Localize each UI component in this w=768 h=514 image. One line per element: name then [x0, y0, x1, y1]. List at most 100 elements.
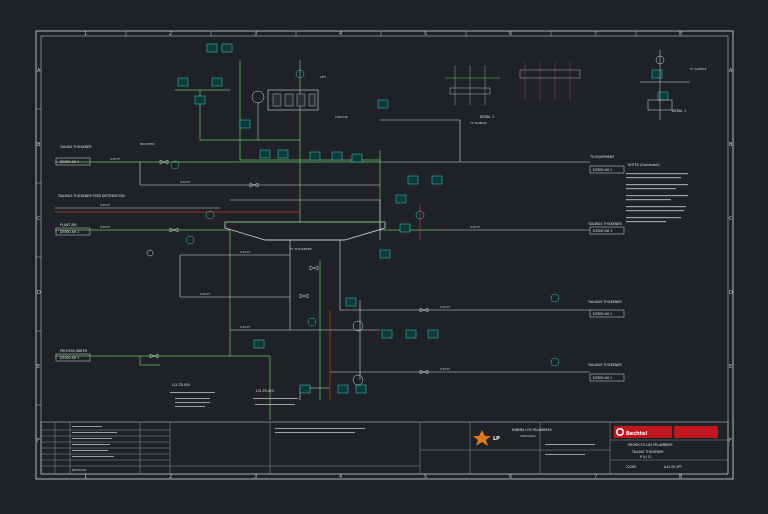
- project-name: PROYECTO LOS PELAMBRES: [628, 443, 673, 447]
- grid-col-5-bottom: 5: [424, 474, 427, 480]
- grid-row-a: A: [37, 68, 41, 74]
- right-target-tag: D3300 AH 1: [593, 376, 612, 380]
- line-label: BOOSTER: [140, 142, 154, 146]
- detail-1-title: DETAIL 1: [480, 115, 494, 119]
- grid-col-4: 4: [339, 31, 342, 37]
- grid-col-1: 1: [84, 31, 87, 37]
- client-location: SANTIAGO: [520, 434, 536, 438]
- instrument-circles: [170, 69, 560, 367]
- left-source-label: PLANT AIR: [60, 223, 77, 227]
- detail-1-caption: TT SAMPLE: [469, 121, 487, 125]
- instrument-box: [345, 297, 357, 307]
- grid-col-1-bottom: 1: [84, 474, 87, 480]
- instrument-box: [395, 194, 407, 204]
- right-target-tag: D3300 AH 1: [593, 229, 612, 233]
- instrument-box: [299, 384, 311, 394]
- line-label: 4-M-TT: [200, 292, 210, 296]
- legend-tag: LCL-TR-050: [172, 383, 190, 387]
- valves: [149, 159, 429, 375]
- right-target-tag-box: [589, 373, 625, 382]
- instrument-box: [381, 329, 393, 339]
- grid-col-8-bottom: 8: [679, 474, 682, 480]
- instrument-box: [211, 77, 223, 87]
- grid-row-f: F: [37, 438, 40, 444]
- company-name: Bechtel: [626, 431, 648, 437]
- grid-row-b: B: [37, 142, 41, 148]
- grid-col-8: 8: [679, 31, 682, 37]
- instrument-box: [253, 339, 265, 349]
- right-target-label: TAILINGS THICKENER: [587, 300, 622, 304]
- detail-right-label: TT SAMPLE: [689, 67, 707, 71]
- left-source-tag-box: [55, 353, 91, 362]
- line-label: 4-M-TT: [470, 225, 480, 229]
- instrument-box: [431, 175, 443, 185]
- grid-col-2-bottom: 2: [169, 474, 172, 480]
- instrument-box: [309, 151, 321, 161]
- bottom-legends: LCL-TR-050 LCL-TR-050: [170, 383, 298, 407]
- right-target-tags: TO EQUIPMENT D3300 AH 1 TAILINGS THICKEN…: [587, 155, 625, 382]
- grid-col-3: 3: [254, 31, 257, 37]
- drawing-title: TAILING THICKENER: [631, 450, 664, 454]
- bechtel-logo: Bechtel: [614, 426, 718, 438]
- grid-col-7: 7: [594, 31, 597, 37]
- client-name: MINERA LOS PELAMBRES: [512, 428, 552, 432]
- grid-row-e: E: [37, 364, 40, 370]
- right-target-tag-box: [589, 226, 625, 235]
- right-target-tag: D3300 AH 1: [593, 168, 612, 172]
- grid-col-3-bottom: 3: [254, 474, 257, 480]
- pumps: [146, 249, 364, 386]
- grid-col-7-bottom: 7: [594, 474, 597, 480]
- notes-title: NOTES (Continued):: [628, 163, 660, 167]
- instrument-box: [351, 153, 363, 163]
- grid-ticks: [36, 31, 637, 406]
- grid-row-f-right: F: [729, 438, 732, 444]
- instrument-box: [259, 149, 271, 159]
- grid-row-a-right: A: [729, 68, 733, 74]
- instrument-box: [657, 91, 669, 101]
- instrument-box: [399, 223, 411, 233]
- grid-col-5: 5: [424, 31, 427, 37]
- instrument-box: [331, 151, 343, 161]
- grid-col-6-bottom: 6: [509, 474, 512, 480]
- line-label: 4-M-TT: [110, 157, 120, 161]
- drawing-subtitle: P & I D: [640, 455, 651, 459]
- line-label: TORQUE: [334, 115, 348, 119]
- detail-1-right-sketch: TT SAMPLE DETAIL 1: [640, 50, 707, 120]
- outer-border: [35, 30, 734, 480]
- instrument-box: [405, 329, 417, 339]
- line-label: 4-M-TT: [100, 203, 110, 207]
- instrument-box: [221, 43, 233, 53]
- grid-col-4-bottom: 4: [339, 474, 342, 480]
- grid-row-d: D: [37, 290, 41, 296]
- instrument-box: [379, 249, 391, 259]
- grid-row-e-right: E: [729, 364, 732, 370]
- left-source-label: TAILINGS THICKENER FEED DISTRIBUTION: [57, 194, 125, 198]
- legend-tag: LCL-TR-050: [256, 389, 274, 393]
- thickener-annotation: TT THICKENER: [289, 247, 312, 251]
- line-label: LIFT: [320, 75, 326, 79]
- right-target-tag-box: [589, 165, 625, 174]
- tailing-thickener-tank: TT THICKENER: [224, 221, 386, 251]
- instrument-box: [337, 384, 349, 394]
- grid-row-labels: A B C D E F A B C D E F: [37, 68, 733, 444]
- instrument-box: [239, 119, 251, 129]
- green-process-lines: [55, 60, 440, 420]
- drawing-number: A-D-33-1PT: [664, 465, 682, 469]
- right-target-tag: D3300 AH 1: [593, 312, 612, 316]
- grid-row-b-right: B: [729, 142, 733, 148]
- grid-row-c-right: C: [729, 216, 733, 222]
- left-source-tags: TAILING THICKENER D3300 AH 1 TAILINGS TH…: [55, 145, 125, 362]
- left-source-tag: D3300 AH 1: [60, 160, 79, 164]
- job-number: 22265: [626, 465, 636, 469]
- instrument-bubbles: [177, 43, 669, 394]
- line-label: 4-M-TT: [100, 225, 110, 229]
- instrument-box: [407, 175, 419, 185]
- left-source-tag: D3300 AH 1: [60, 356, 79, 360]
- instrument-box: [177, 77, 189, 87]
- detail-1b-title: DETAIL 1: [672, 109, 686, 113]
- right-target-label: TAILINGS THICKENER: [587, 363, 622, 367]
- instrument-box: [206, 43, 218, 53]
- right-target-tag-box: [589, 309, 625, 318]
- client-logo: LP: [473, 430, 500, 446]
